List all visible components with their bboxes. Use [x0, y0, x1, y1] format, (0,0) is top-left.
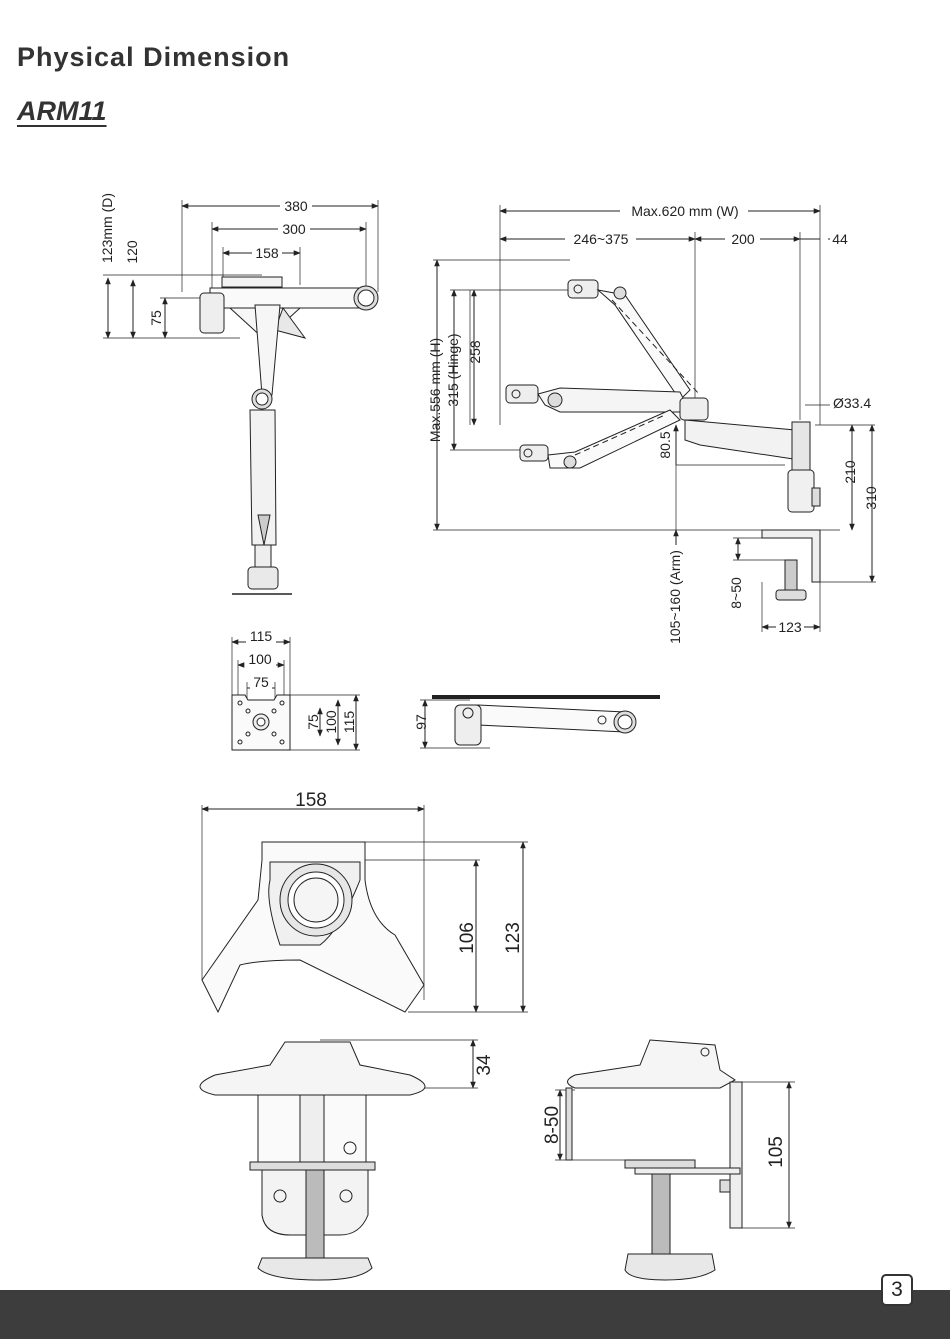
dim-44-label: 44	[832, 231, 848, 247]
clamp-105-label: 105	[766, 1136, 787, 1168]
base-123-label: 123	[503, 922, 524, 954]
footer-bar	[0, 1290, 950, 1339]
vesa-75v-label: 75	[305, 714, 321, 730]
base-top-drawing	[202, 805, 528, 1012]
base-106-label: 106	[457, 922, 478, 954]
clamp-8-50-label: 8-50	[542, 1106, 563, 1144]
dim-8-50-label: 8~50	[728, 577, 744, 609]
dim-123d-label: 123mm (D)	[99, 193, 115, 263]
dim-max-h-label: Max.556 mm (H)	[427, 338, 443, 442]
dim-120-label: 120	[124, 240, 140, 264]
vesa-115-label: 115	[250, 628, 273, 644]
base-158-label: 158	[295, 790, 327, 811]
folded-view-drawing	[420, 697, 660, 748]
dim-258-label: 258	[467, 340, 483, 364]
dim-arm-label: 105~160 (Arm)	[667, 550, 683, 644]
dim-diameter-label: Ø33.4	[833, 395, 871, 411]
dim-310-label: 310	[863, 486, 879, 510]
dim-300-label: 300	[282, 221, 306, 237]
side-view-drawing	[433, 205, 876, 632]
clamp-front-drawing	[200, 1040, 478, 1280]
technical-drawing: 380 300 158 123mm (D) 120 75	[0, 0, 950, 1290]
dim-hinge-label: 315 (Hinge)	[445, 333, 461, 406]
clamp-side-drawing	[555, 1040, 795, 1280]
dim-max-w-label: Max.620 mm (W)	[631, 203, 738, 219]
dim-158-label: 158	[255, 245, 279, 261]
vesa-115v-label: 115	[341, 711, 357, 734]
dim-380-label: 380	[284, 198, 308, 214]
vesa-100-label: 100	[248, 651, 272, 667]
vesa-75-label: 75	[253, 674, 269, 690]
folded-97-label: 97	[413, 714, 429, 730]
dim-246-375-label: 246~375	[574, 231, 629, 247]
dim-200-label: 200	[731, 231, 755, 247]
dim-210-label: 210	[842, 460, 858, 484]
dim-123-label: 123	[778, 619, 802, 635]
clamp-34-label: 34	[474, 1054, 495, 1076]
top-view-drawing	[103, 200, 378, 594]
dim-75-label: 75	[148, 310, 164, 326]
vesa-100v-label: 100	[323, 710, 339, 734]
page-number: 3	[881, 1274, 913, 1306]
dim-80-5-label: 80.5	[657, 431, 673, 458]
